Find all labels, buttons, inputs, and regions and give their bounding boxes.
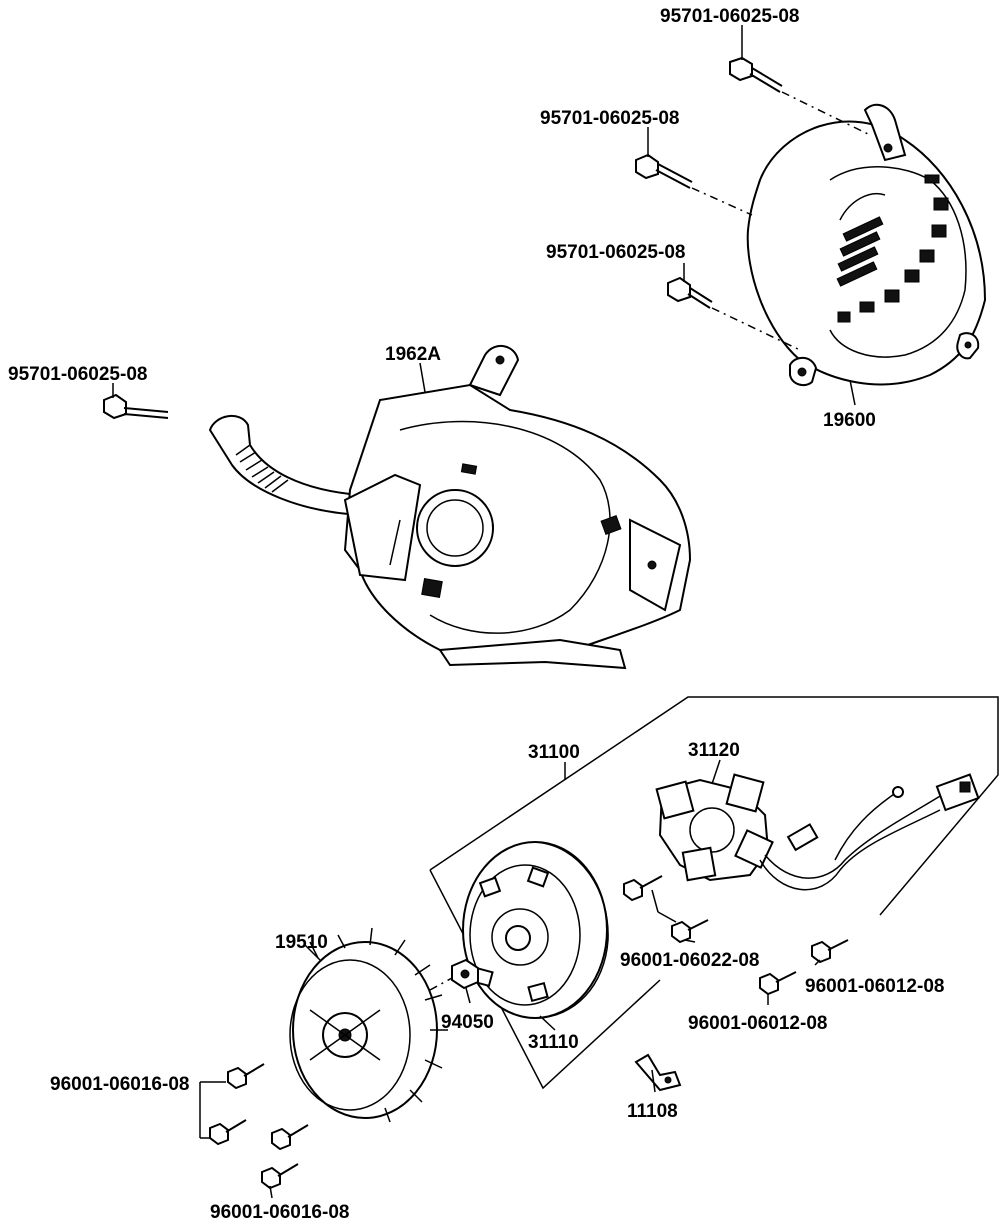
screw-06022 xyxy=(623,875,709,944)
screw-06016-a xyxy=(199,1063,265,1146)
label-31100: 31100 xyxy=(528,742,580,763)
label-94050: 94050 xyxy=(441,1012,494,1033)
label-screw-06022: 96001-06022-08 xyxy=(620,950,759,971)
fan-cover-19600 xyxy=(746,103,987,387)
shroud-1962a xyxy=(208,345,692,670)
label-bolt-low: 95701-06025-08 xyxy=(546,242,685,263)
bolt-low xyxy=(667,276,801,351)
stator-31120 xyxy=(655,773,980,891)
label-31110: 31110 xyxy=(528,1032,579,1053)
label-screw-06016-b: 96001-06016-08 xyxy=(210,1202,349,1223)
nut-94050 xyxy=(429,958,479,991)
screw-06012-a xyxy=(811,939,849,964)
label-19510: 19510 xyxy=(275,932,328,953)
label-1962a: 1962A xyxy=(385,344,441,365)
label-screw-06012-a: 96001-06012-08 xyxy=(805,976,944,997)
tube-corrugation xyxy=(235,444,289,493)
cover-grille xyxy=(836,174,949,323)
leader-lines xyxy=(112,25,856,1199)
bolt-left xyxy=(103,393,169,420)
screw-06016-b xyxy=(261,1124,309,1190)
part-labels: 95701-06025-08 95701-06025-08 95701-0602… xyxy=(8,6,944,1223)
label-31120: 31120 xyxy=(688,740,740,761)
label-screw-06012-b: 96001-06012-08 xyxy=(688,1013,827,1034)
bolt-mid xyxy=(635,153,753,216)
label-bolt-top: 95701-06025-08 xyxy=(660,6,799,27)
label-19600: 19600 xyxy=(823,410,876,431)
bolt-top xyxy=(729,56,871,136)
label-11108: 11108 xyxy=(627,1101,678,1122)
screw-06012-b xyxy=(759,971,797,996)
rotor-31110 xyxy=(462,841,609,1019)
clamp-11108 xyxy=(634,1053,682,1092)
label-bolt-left: 95701-06025-08 xyxy=(8,364,147,385)
fan-19510 xyxy=(289,927,448,1123)
label-screw-06016-a: 96001-06016-08 xyxy=(50,1074,189,1095)
label-bolt-mid: 95701-06025-08 xyxy=(540,108,679,129)
